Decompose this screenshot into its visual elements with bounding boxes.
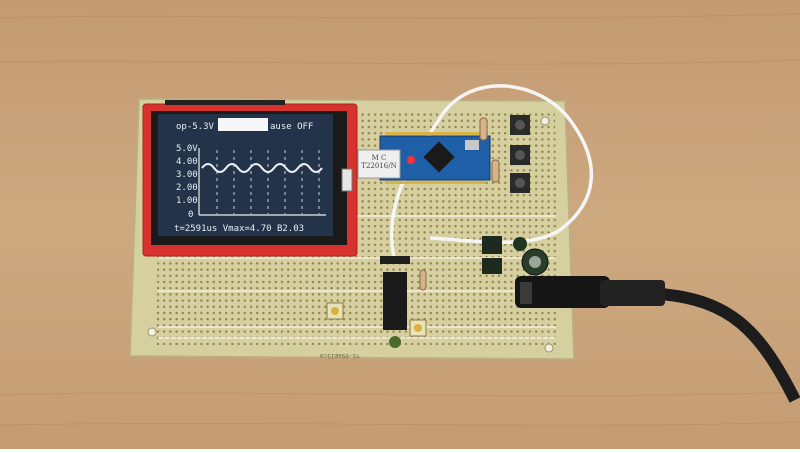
resistors — [419, 117, 500, 291]
wood-grain — [0, 13, 800, 426]
op-amp-chip — [380, 256, 410, 348]
oscillator-module — [357, 149, 401, 179]
board-silkscreen: YS-09am15cm — [320, 352, 360, 359]
lcd-ytick-5v: 5.0V — [176, 144, 198, 154]
lcd-reset-button — [341, 168, 353, 192]
lcd-waveform — [201, 163, 323, 173]
trim-pots — [326, 302, 427, 337]
power-components — [482, 236, 549, 276]
lcd-screen — [158, 114, 333, 236]
module-label: M C T22016/N — [361, 154, 397, 170]
lcd-footer: t=2591us Vmax=4.70 B2.03 — [174, 224, 305, 234]
lcd-ytick-2: 2.00 — [176, 183, 198, 193]
push-buttons — [510, 115, 530, 193]
lcd-status-highlight — [218, 118, 268, 131]
lcd-ytick-3: 3.00 — [176, 170, 198, 180]
lcd-ytick-1: 1.00 — [176, 196, 198, 206]
lcd-module — [142, 100, 358, 257]
lcd-ytick-0: 0 — [188, 210, 194, 220]
dc-jack-cable — [515, 276, 800, 403]
lcd-status-right: ause OFF — [270, 122, 314, 132]
lcd-status-left: op-5.3V — [176, 122, 214, 132]
lcd-ytick-4: 4.00 — [176, 157, 198, 167]
